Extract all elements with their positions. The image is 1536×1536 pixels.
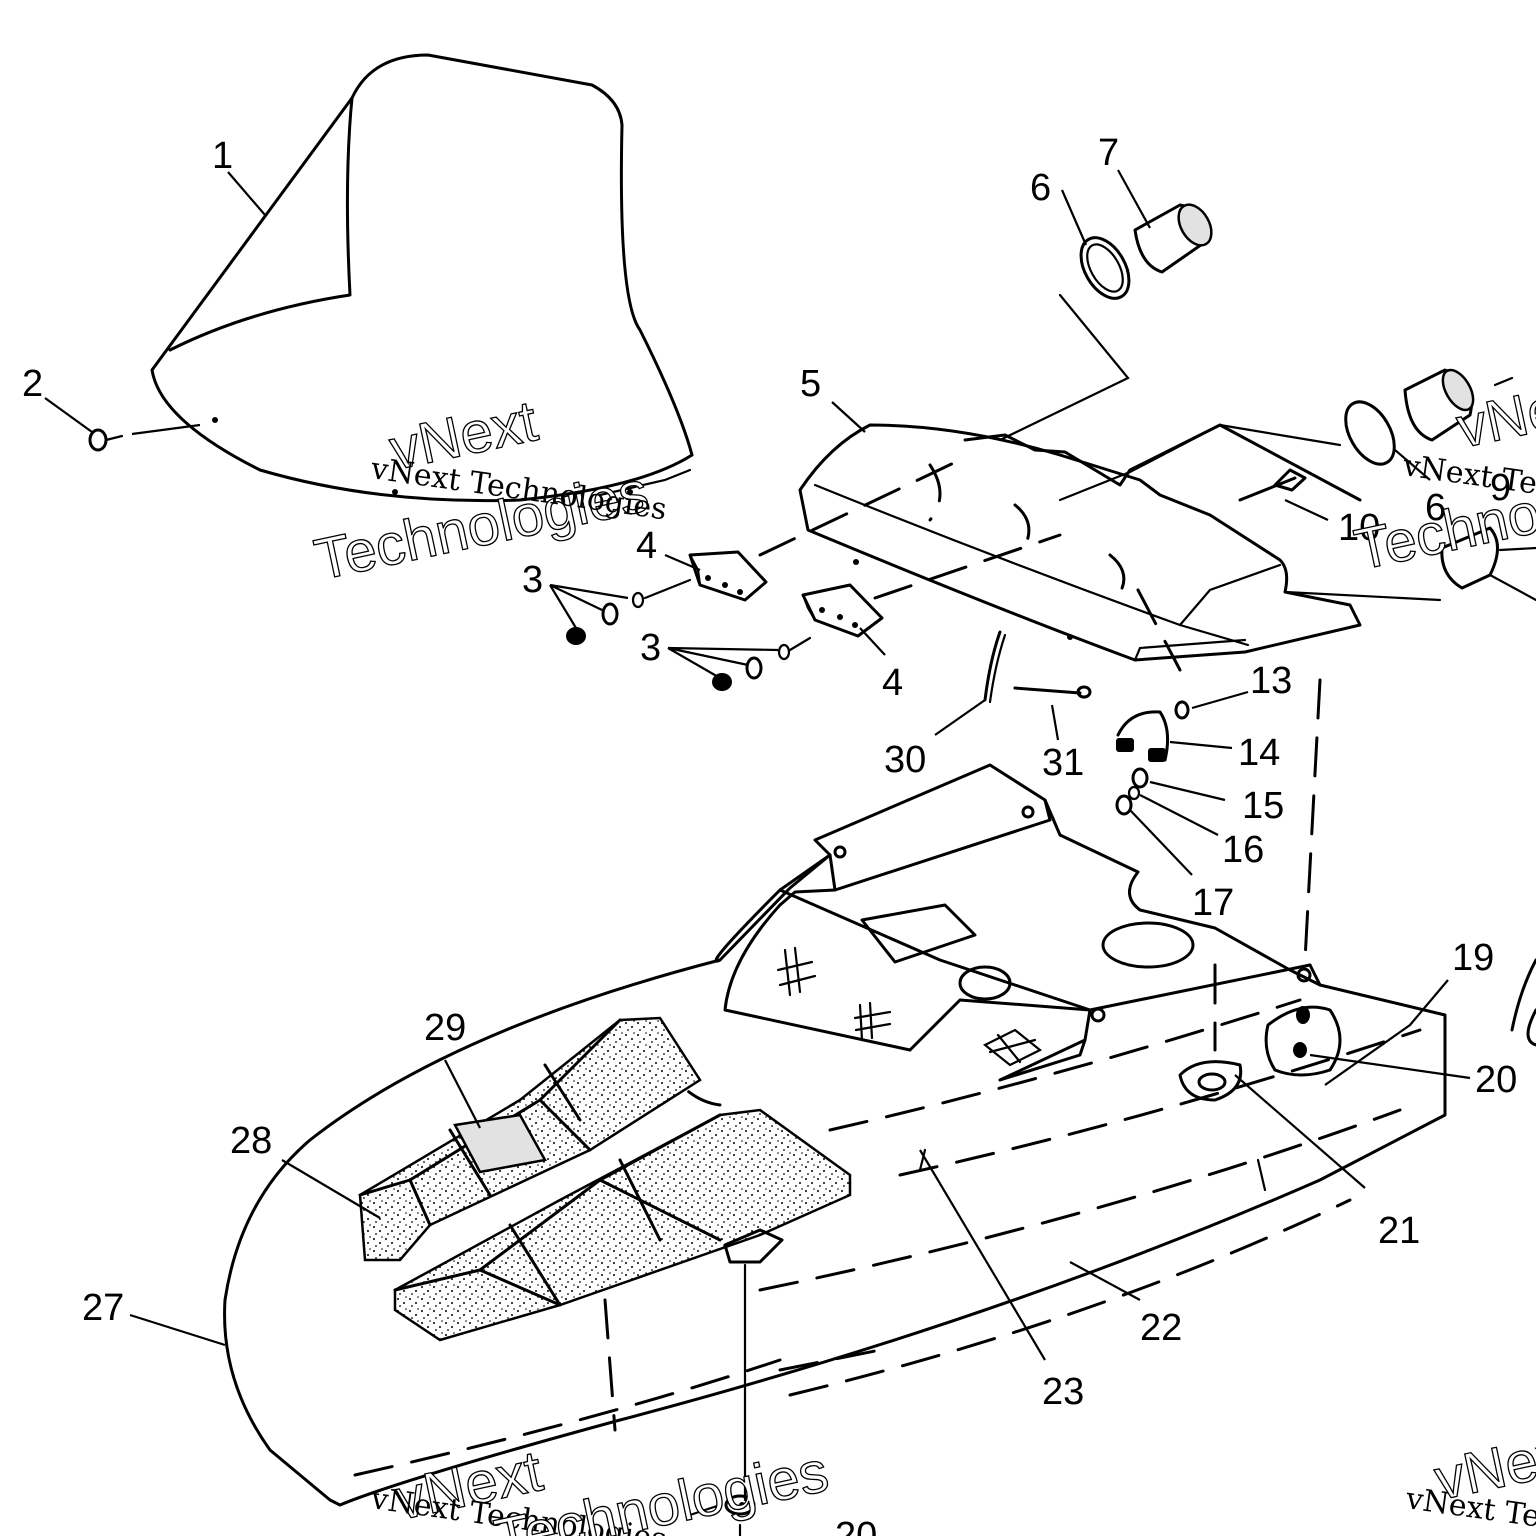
console-pod [758, 293, 1442, 662]
callout-30: 30 [884, 739, 926, 781]
callout-7: 7 [1098, 132, 1119, 174]
callout-2: 2 [22, 363, 43, 405]
callout-27: 27 [82, 1287, 124, 1329]
callout-15: 15 [1242, 785, 1284, 827]
callout-14: 14 [1238, 732, 1280, 774]
gauges [1079, 203, 1536, 1047]
callout-3-lower: 3 [640, 627, 661, 669]
windshield-screw [88, 423, 201, 452]
callout-23: 23 [1042, 1371, 1084, 1413]
callout-29: 29 [424, 1007, 466, 1049]
callout-5: 5 [800, 363, 821, 405]
callout-9: 9 [1490, 467, 1511, 509]
hood-body [223, 678, 1447, 1507]
callout-1: 1 [212, 135, 233, 177]
callout-16: 16 [1222, 829, 1264, 871]
callout-20-bottom: 20 [835, 1515, 877, 1536]
callout-19: 19 [1452, 937, 1494, 979]
fasteners [983, 468, 1307, 816]
bracket-hardware [566, 550, 884, 691]
callout-22: 22 [1140, 1307, 1182, 1349]
callout-21: 21 [1378, 1210, 1420, 1252]
callout-20-right: 20 [1475, 1059, 1517, 1101]
callout-6-upper: 6 [1030, 167, 1051, 209]
callout-31: 31 [1042, 742, 1084, 784]
callout-28: 28 [230, 1120, 272, 1162]
callout-3-upper: 3 [522, 559, 543, 601]
hood-vents [358, 1016, 852, 1536]
leader-lines [44, 169, 1471, 1361]
callout-13: 13 [1250, 660, 1292, 702]
windshield [150, 53, 694, 503]
callout-6-right: 6 [1425, 487, 1446, 529]
callout-10: 10 [1338, 507, 1380, 549]
callout-4-lower: 4 [882, 662, 903, 704]
callout-4-upper: 4 [636, 525, 657, 567]
callout-numbers: 1 2 3 3 4 4 5 6 6 7 9 10 13 14 15 16 17 … [22, 132, 1517, 1536]
callout-17: 17 [1192, 882, 1234, 924]
